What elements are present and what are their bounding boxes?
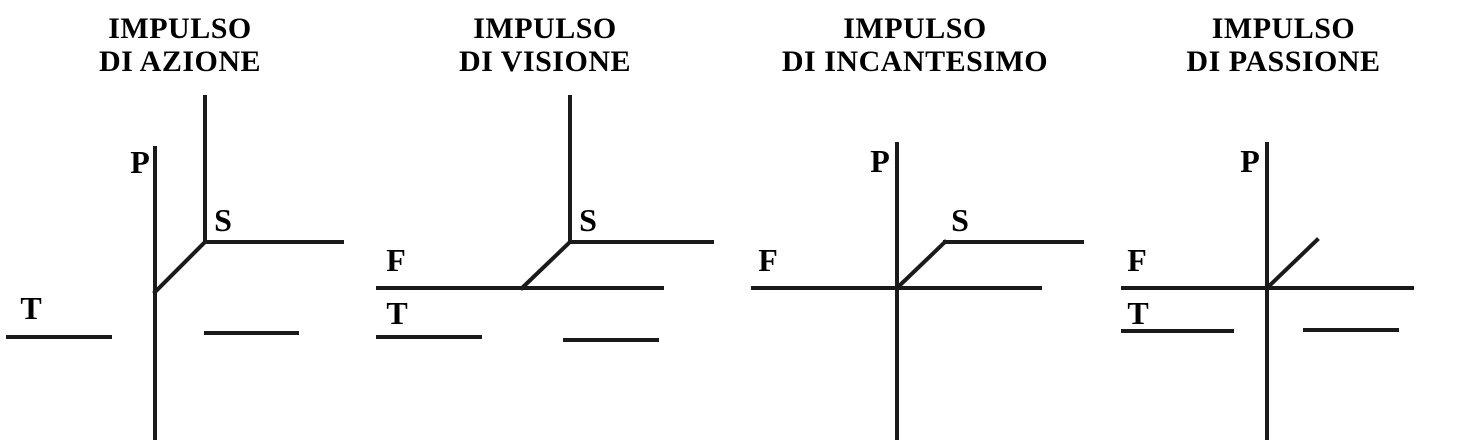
diagram-3-label-P: P [870,143,890,179]
diagram-2-title-line-1: IMPULSO [473,12,617,45]
diagram-3-title-line-2: DI INCANTESIMO [781,45,1049,78]
diagram-3-label-F: F [758,242,778,278]
diagram-4-title: IMPULSO DI PASSIONE [1100,12,1467,78]
diagram-2-label-T: T [386,295,407,331]
diagram-4-label-T: T [1127,295,1148,331]
diagram-4-title-line-2: DI PASSIONE [1186,45,1381,78]
diagram-3-title-line-1: IMPULSO [843,12,987,45]
diagram-1-label-T: T [20,290,41,326]
diagram-4-title-line-1: IMPULSO [1211,12,1356,45]
diagram-1-title: IMPULSO DI AZIONE [0,12,360,78]
diagram-4-label-P: P [1240,143,1260,179]
diagram-2-title: IMPULSO DI VISIONE [360,12,730,78]
diagram-4-label-F: F [1127,242,1147,278]
diagram-2-label-S: S [579,202,597,238]
diagram-1-title-line-2: DI AZIONE [98,45,262,78]
diagram-1-diagonal-branch [152,239,208,295]
diagram-1-label-P: P [130,144,150,180]
diagram-2-label-F: F [386,242,406,278]
diagram-3-diagonal-branch [894,239,948,291]
diagram-3-title: IMPULSO DI INCANTESIMO [730,12,1100,78]
diagram-3-label-S: S [951,202,969,238]
diagram-1-title-line-1: IMPULSO [108,12,252,45]
titles-row: IMPULSO DI AZIONE IMPULSO DI VISIONE IMP… [0,12,1467,78]
diagram-1-label-S: S [214,202,232,238]
diagram-4-diagonal-branch [1264,237,1320,291]
diagram-2-diagonal-branch [519,239,573,291]
diagram-2-title-line-2: DI VISIONE [458,45,631,78]
